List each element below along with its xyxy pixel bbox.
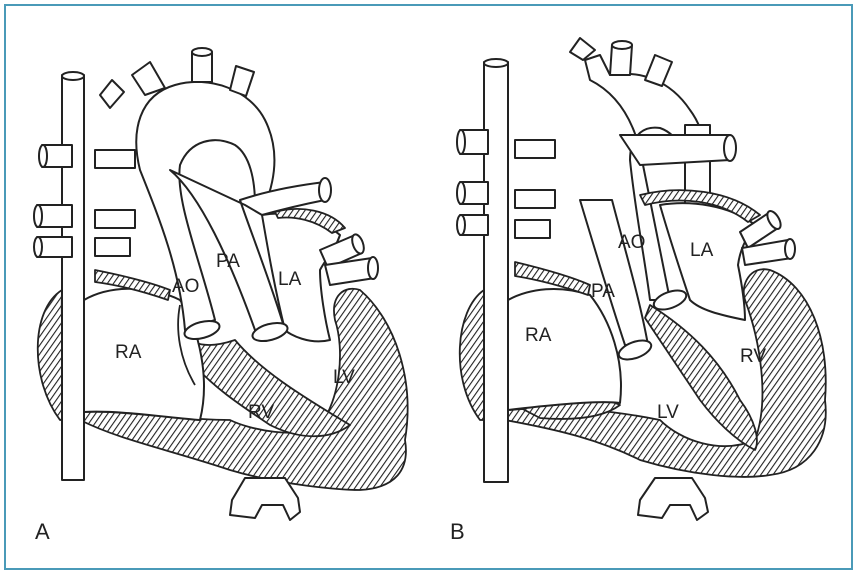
panel-b-arch-branches xyxy=(569,37,673,87)
panel-a-caption: A xyxy=(35,519,50,544)
panel-b-pulmonary-veins-left xyxy=(739,209,796,266)
panel-b-la-wall xyxy=(639,189,761,223)
panel-b-pulmonary-veins-right xyxy=(456,129,556,239)
panel-a-pulmonary-veins-left xyxy=(319,233,379,286)
panel-b-pulmonary-valve xyxy=(617,339,653,361)
panel-b-descending-vessel xyxy=(637,477,709,521)
panel-b-right-atrium xyxy=(497,287,622,411)
panel-a-label-la: LA xyxy=(278,269,302,290)
panel-a-label-ao: AO xyxy=(172,276,199,297)
panel-a-aortic-valve xyxy=(183,319,221,341)
panel-b-aortic-valve xyxy=(652,289,688,311)
panel-b-label-ra: RA xyxy=(525,325,552,346)
panel-a-pulmonary-artery xyxy=(169,169,326,331)
panel-b-pa-branch-opening xyxy=(723,134,737,162)
panel-b-label-lv: LV xyxy=(657,402,679,423)
panel-b-caption: B xyxy=(450,519,465,544)
panel-b-label-ao: AO xyxy=(618,232,645,253)
panel-a-septum xyxy=(179,334,351,438)
panel-b-heart: RA RV LV LA AO PA xyxy=(456,37,827,521)
panel-a-inner-contour xyxy=(177,304,196,386)
panel-a-aorta xyxy=(135,80,276,331)
panel-a-label-lv: LV xyxy=(333,367,355,388)
panel-b-label-la: LA xyxy=(690,240,714,261)
panel-a-arch-branches xyxy=(99,47,255,109)
panel-b-vena-cava xyxy=(483,61,509,483)
panel-a-pulmonary-veins-right xyxy=(33,144,136,258)
panel-b-ra-band xyxy=(514,261,591,296)
panel-b-pa-branch xyxy=(619,134,731,166)
panel-a-descending-vessel xyxy=(229,477,301,521)
panel-a-label-pa: PA xyxy=(216,251,240,272)
panel-a-pulmonary-valve xyxy=(251,321,289,343)
panel-a-label-rv: RV xyxy=(248,402,274,423)
panel-a-svc-opening xyxy=(61,71,85,81)
panel-b-label-rv: RV xyxy=(740,346,766,367)
panel-b-label-pa: PA xyxy=(591,281,615,302)
panel-b-svc-opening xyxy=(483,58,509,68)
panel-a-label-ra: RA xyxy=(115,342,142,363)
panel-a-vena-cava xyxy=(61,74,85,481)
panel-a-heart: RA RV LV LA AO PA xyxy=(33,47,409,521)
panel-a-pa-branch-opening xyxy=(318,177,332,203)
panel-a-ra-band xyxy=(94,269,171,301)
panel-b-septum xyxy=(644,304,758,451)
panel-a-la-wall xyxy=(274,208,346,234)
